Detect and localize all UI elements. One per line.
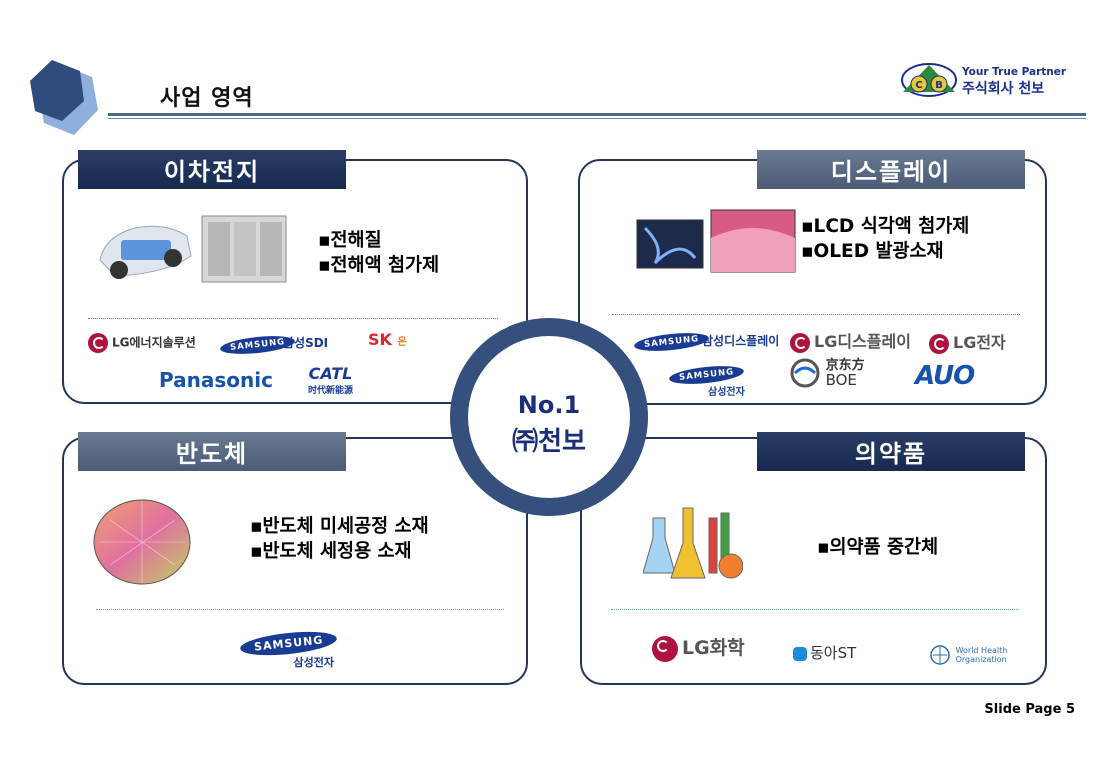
lg-circle-icon [929, 333, 949, 354]
semiconductor-bullets: ▪반도체 미세공정 소재 ▪반도체 세정용 소재 [250, 514, 429, 564]
catl-logo: CATL 时代新能源 [308, 364, 353, 396]
auo-logo: AUO [915, 361, 975, 391]
wafer-image [93, 499, 191, 585]
tv-images [636, 209, 796, 273]
lab-flasks-image [643, 507, 743, 579]
battery-panel [62, 159, 528, 404]
dong-a-st-logo: 동아ST [793, 642, 856, 663]
slide-page-number: Slide Page 5 [984, 702, 1075, 717]
battery-divider [88, 318, 498, 319]
samsung-sdi-logo: 삼성SDI [283, 336, 329, 350]
center-disc [468, 336, 630, 498]
battery-tab: 이차전지 [78, 150, 346, 189]
samsung-display-samsung: SAMSUNG [633, 329, 710, 354]
samsung-electronics-logo: SAMSUNG 삼성전자 [668, 362, 745, 398]
pharma-tab: 의약품 [757, 432, 1025, 471]
battery-bullet-2: ▪전해액 첨가제 [318, 255, 440, 276]
display-bullets: ▪LCD 식각액 첨가제 ▪OLED 발광소재 [801, 214, 969, 264]
center-company-text: ㈜천보 [512, 427, 586, 457]
dong-a-icon [793, 646, 807, 661]
semiconductor-bullet-2: ▪반도체 세정용 소재 [250, 541, 412, 562]
semiconductor-tab: 반도체 [78, 432, 346, 471]
boe-text: BOE [825, 371, 857, 389]
samsung-electronics-text: 삼성전자 [708, 387, 745, 398]
samsung-display-text: 삼성디스플레이 [702, 334, 780, 348]
lg-energy-logo: LG에너지솔루션 [88, 333, 196, 353]
lg-electronics-logo: LG전자 [929, 329, 1006, 354]
lg-chem-logo: LG화학 [652, 633, 745, 662]
display-divider [612, 314, 1020, 315]
semiconductor-divider [96, 609, 504, 610]
logo-letter-c: C [915, 80, 922, 91]
samsung-electronics-text: 삼성전자 [293, 656, 334, 669]
company-logo: C B Your True Partner 주식회사 천보 [898, 60, 1078, 100]
on-text: 온 [397, 337, 407, 348]
hexagon-decoration [30, 60, 98, 135]
battery-bullets: ▪전해질 ▪전해액 첨가제 [318, 228, 439, 278]
sk-text: SK [368, 330, 392, 349]
sk-on-logo: SK 온 [368, 330, 407, 349]
display-tab: 디스플레이 [757, 150, 1025, 189]
lg-circle-icon [88, 333, 108, 353]
samsung-electronics-logo-semi: SAMSUNG 삼성전자 [239, 627, 339, 670]
pharma-bullets: ▪의약품 중간체 [817, 535, 938, 560]
lg-circle-icon [790, 332, 810, 353]
samsung-oval-icon: SAMSUNG [633, 329, 710, 354]
header-rule-thin [108, 118, 1086, 119]
battery-cabinet-image [201, 215, 287, 283]
page-title: 사업 영역 [160, 86, 254, 111]
lg-display-logo: LG디스플레이 [790, 328, 911, 353]
electric-car-image [99, 225, 192, 279]
catl-chinese-text: 时代新能源 [308, 386, 354, 396]
who-logo: World Health Organization [930, 644, 1007, 665]
display-bullet-1: ▪LCD 식각액 첨가제 [801, 216, 970, 237]
who-emblem-icon [930, 644, 950, 665]
logo-letter-b: B [935, 80, 943, 91]
pharma-divider [611, 609, 1019, 610]
boe-icon [790, 358, 820, 388]
battery-bullet-1: ▪전해질 [318, 230, 382, 251]
panasonic-logo: Panasonic [159, 368, 273, 392]
catl-text: CATL [308, 364, 353, 383]
display-bullet-2: ▪OLED 발광소재 [801, 241, 944, 262]
pharma-bullet-1: ▪의약품 중간체 [817, 537, 939, 558]
company-tagline: Your True Partner [962, 66, 1067, 78]
center-no1-text: No.1 [517, 391, 581, 419]
who-line-1: World Health [955, 645, 1008, 655]
lg-circle-icon [652, 635, 678, 662]
who-line-2: Organization [955, 654, 1007, 664]
header-rule [108, 113, 1086, 116]
boe-chinese-text: 京东方 [825, 358, 865, 373]
boe-logo: 京东方 BOE [790, 358, 865, 388]
semiconductor-bullet-1: ▪반도체 미세공정 소재 [250, 516, 429, 537]
company-name: 주식회사 천보 [962, 81, 1045, 97]
cb-logo-icon: C B [901, 63, 957, 97]
